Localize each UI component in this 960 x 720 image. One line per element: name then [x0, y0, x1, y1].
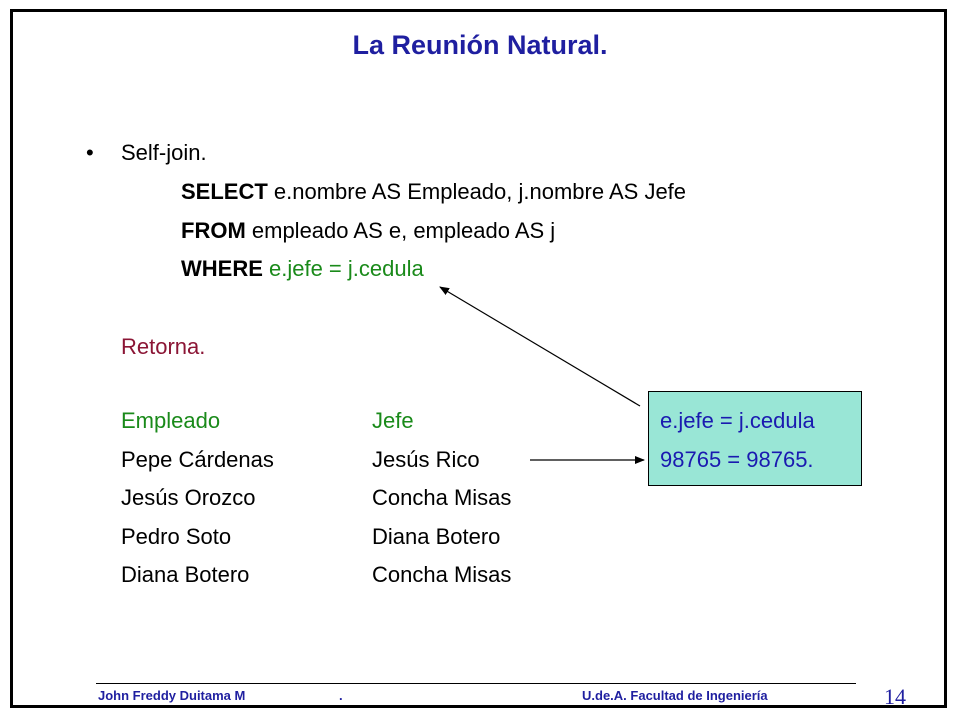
table-row-4-jefe: Concha Misas: [372, 562, 512, 587]
table-row-3-jefe: Diana Botero: [372, 524, 501, 549]
sql-where-condition: e.jefe = j.cedula: [262, 256, 424, 281]
sql-select-columns: e.nombre AS Empleado, j.nombre AS Jefe: [267, 179, 687, 204]
table-row-4-empleado: Diana Botero: [121, 562, 250, 587]
arrow-callout-to-where: [439, 286, 641, 407]
join-condition-callout: [648, 391, 862, 486]
callout-values: 98765 = 98765.: [660, 447, 814, 472]
table-row-3-empleado: Pedro Soto: [121, 524, 232, 549]
sql-where-keyword: WHERE: [181, 256, 263, 281]
table-row-2-jefe: Concha Misas: [372, 485, 512, 510]
table-row-1-empleado: Pepe Cárdenas: [121, 447, 274, 472]
table-row-2-empleado: Jesús Orozco: [121, 485, 256, 510]
sql-from-tables: empleado AS e, empleado AS j: [245, 218, 556, 243]
slide-frame: [10, 9, 947, 708]
sql-select-line: SELECT e.nombre AS Empleado, j.nombre AS…: [181, 181, 686, 203]
sql-from-line: FROM empleado AS e, empleado AS j: [181, 220, 555, 242]
footer-divider: [96, 683, 856, 684]
returns-label: Retorna.: [121, 334, 206, 359]
footer-separator: .: [339, 688, 343, 703]
header-jefe: Jefe: [372, 408, 414, 433]
table-row-1-jefe: Jesús Rico: [372, 447, 480, 472]
header-empleado: Empleado: [121, 408, 221, 433]
footer-author: John Freddy Duitama M: [98, 688, 246, 703]
page-number: 14: [884, 684, 906, 709]
footer-institution: U.de.A. Facultad de Ingeniería: [582, 688, 768, 703]
bullet-text: Self-join.: [121, 140, 207, 165]
slide-title: La Reunión Natural.: [352, 30, 608, 60]
bullet-icon: •: [86, 140, 94, 165]
callout-condition: e.jefe = j.cedula: [660, 408, 815, 433]
sql-select-keyword: SELECT: [181, 179, 268, 204]
sql-where-line: WHERE e.jefe = j.cedula: [181, 258, 424, 280]
sql-from-keyword: FROM: [181, 218, 246, 243]
